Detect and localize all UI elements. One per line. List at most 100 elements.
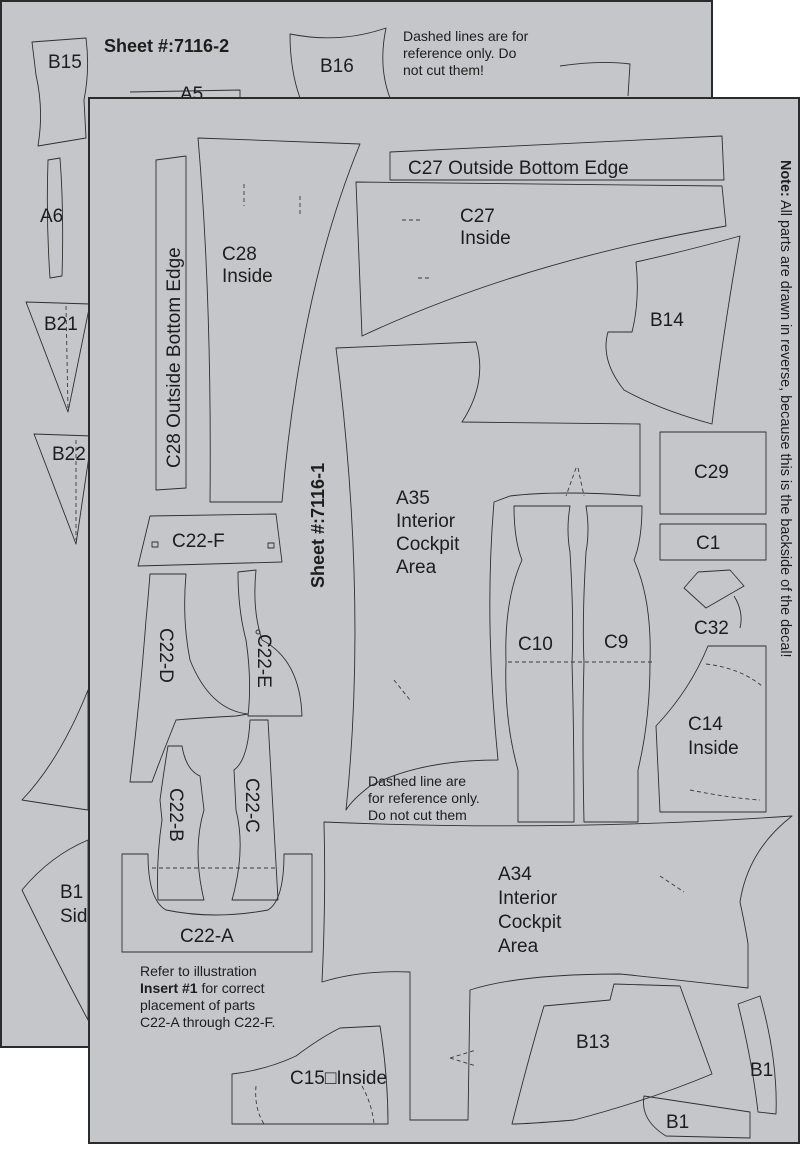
label-c10: C10 — [518, 634, 553, 655]
back-note-line-2: reference only. Do — [403, 45, 517, 61]
part-b15-outline — [31, 37, 89, 147]
c14-dash-top — [705, 663, 763, 687]
label-c15: C15□Inside — [290, 1068, 387, 1089]
label-a35-3: Cockpit — [396, 534, 460, 555]
refer-note-line-3: placement of parts — [140, 997, 255, 1013]
side-note: Note: All parts are drawn in reverse, be… — [777, 160, 793, 658]
label-c22d: C22-D — [155, 628, 176, 683]
a35-dash-top — [565, 467, 585, 497]
refer-note-line-1: Refer to illustration — [140, 963, 257, 979]
part-b16-outline — [289, 27, 391, 99]
label-b1-b: B1 — [666, 1112, 689, 1133]
label-c14-2: Inside — [688, 738, 739, 759]
label-b22: B22 — [52, 444, 86, 465]
c22f-slot-left — [151, 541, 159, 548]
part-c29-outline — [659, 431, 767, 515]
label-c15-box: □ — [325, 1068, 337, 1089]
label-c28-2: Inside — [222, 266, 273, 287]
c14-dash-bottom — [689, 789, 761, 801]
label-c15-inside: Inside — [336, 1068, 387, 1089]
part-a34-outline — [321, 815, 793, 1121]
front-dashed-note-3: Do not cut them — [368, 807, 467, 823]
label-b1-a: B1 — [750, 1060, 773, 1081]
part-c28-edge-outline — [155, 155, 187, 491]
label-c22a: C22-A — [180, 926, 234, 947]
label-b14: B14 — [650, 310, 684, 331]
label-c1: C1 — [696, 533, 720, 554]
side-note-bold: Note: — [777, 160, 793, 197]
part-c22e-outline — [237, 569, 303, 717]
label-c27-2: Inside — [460, 228, 511, 249]
sheet-front-title: Sheet #:7116-1 — [308, 463, 328, 588]
part-c22d-outline — [129, 573, 249, 783]
label-c22f: C22-F — [172, 531, 225, 552]
part-a35-outline — [335, 341, 641, 811]
sheet-back-title: Sheet #:7116-2 — [104, 36, 229, 56]
refer-note-line-2: Insert #1 for correct — [140, 980, 265, 996]
label-c15-name: C15 — [290, 1068, 325, 1089]
front-dashed-note-2: for reference only. — [368, 790, 480, 806]
part-c9-outline — [582, 505, 651, 823]
refer-note-line-2-rest: for correct — [198, 980, 265, 996]
part-c14-outline — [655, 645, 767, 813]
sheet-front: C28 Outside Bottom Edge C28 Inside C27 O… — [88, 97, 800, 1144]
a35-dash-bottom — [393, 679, 411, 701]
label-back-b1: B1 — [60, 882, 83, 903]
refer-note-line-4: C22-A through C22-F. — [140, 1014, 275, 1030]
label-back-side: Sid — [60, 906, 87, 927]
part-c1-outline — [659, 523, 767, 561]
label-c22b: C22-B — [165, 788, 186, 842]
label-c22e: C22-E — [253, 634, 274, 688]
label-a6: A6 — [40, 206, 63, 227]
label-a35-2: Interior — [396, 511, 456, 532]
label-c27-1: C27 — [460, 206, 495, 227]
label-a34-1: A34 — [498, 864, 532, 885]
part-a5-outline — [129, 89, 241, 100]
part-c22a-outline — [121, 853, 313, 953]
back-note-line-1: Dashed lines are for — [403, 28, 529, 44]
a34-dash-arrow — [449, 1049, 477, 1067]
front-dashed-note-1: Dashed line are — [368, 773, 466, 789]
part-back-top-right-outline — [559, 61, 631, 97]
label-c29: C29 — [694, 462, 729, 483]
label-c9: C9 — [604, 632, 628, 653]
label-a35-4: Area — [396, 557, 437, 578]
part-b1-vertical-outline — [737, 995, 777, 1115]
label-b15: B15 — [48, 52, 82, 73]
label-a35-1: A35 — [396, 488, 430, 509]
c15-dash-right — [361, 1085, 375, 1125]
c22f-slot-right — [267, 542, 275, 549]
part-c22b-outline — [157, 745, 205, 901]
label-c28-edge: C28 Outside Bottom Edge — [164, 247, 185, 468]
c32-curve — [733, 595, 742, 629]
label-c14-1: C14 — [688, 714, 723, 735]
label-b16: B16 — [320, 56, 354, 77]
part-c22f-outline — [137, 513, 283, 567]
label-a34-3: Cockpit — [498, 912, 562, 933]
part-b13-outline — [511, 983, 713, 1125]
sheet-front-paper — [88, 97, 800, 1144]
part-back-b1-side-outline — [21, 839, 89, 1021]
part-c27-inside-outline — [355, 181, 727, 337]
c22e-hole — [255, 629, 261, 635]
part-b1-horizontal-outline — [643, 1095, 751, 1139]
back-note-line-3: not cut them! — [403, 62, 484, 78]
a34-dash — [659, 875, 685, 893]
label-c32: C32 — [694, 618, 729, 639]
part-c10-outline — [505, 505, 575, 823]
part-a6-outline — [46, 157, 64, 279]
part-b21-outline — [25, 301, 91, 413]
label-a34-2: Interior — [498, 888, 558, 909]
label-c28-1: C28 — [222, 244, 257, 265]
part-b22-outline — [33, 433, 93, 545]
label-c22c: C22-C — [241, 778, 262, 833]
part-c27-edge-outline — [389, 135, 725, 181]
part-c32-outline — [683, 569, 745, 609]
part-b14-outline — [605, 235, 741, 425]
label-a34-4: Area — [498, 936, 539, 957]
part-c15-outline — [231, 1025, 389, 1125]
side-note-text: All parts are drawn in reverse, because … — [777, 197, 793, 658]
part-c22c-outline — [231, 719, 279, 901]
label-b21: B21 — [44, 314, 78, 335]
